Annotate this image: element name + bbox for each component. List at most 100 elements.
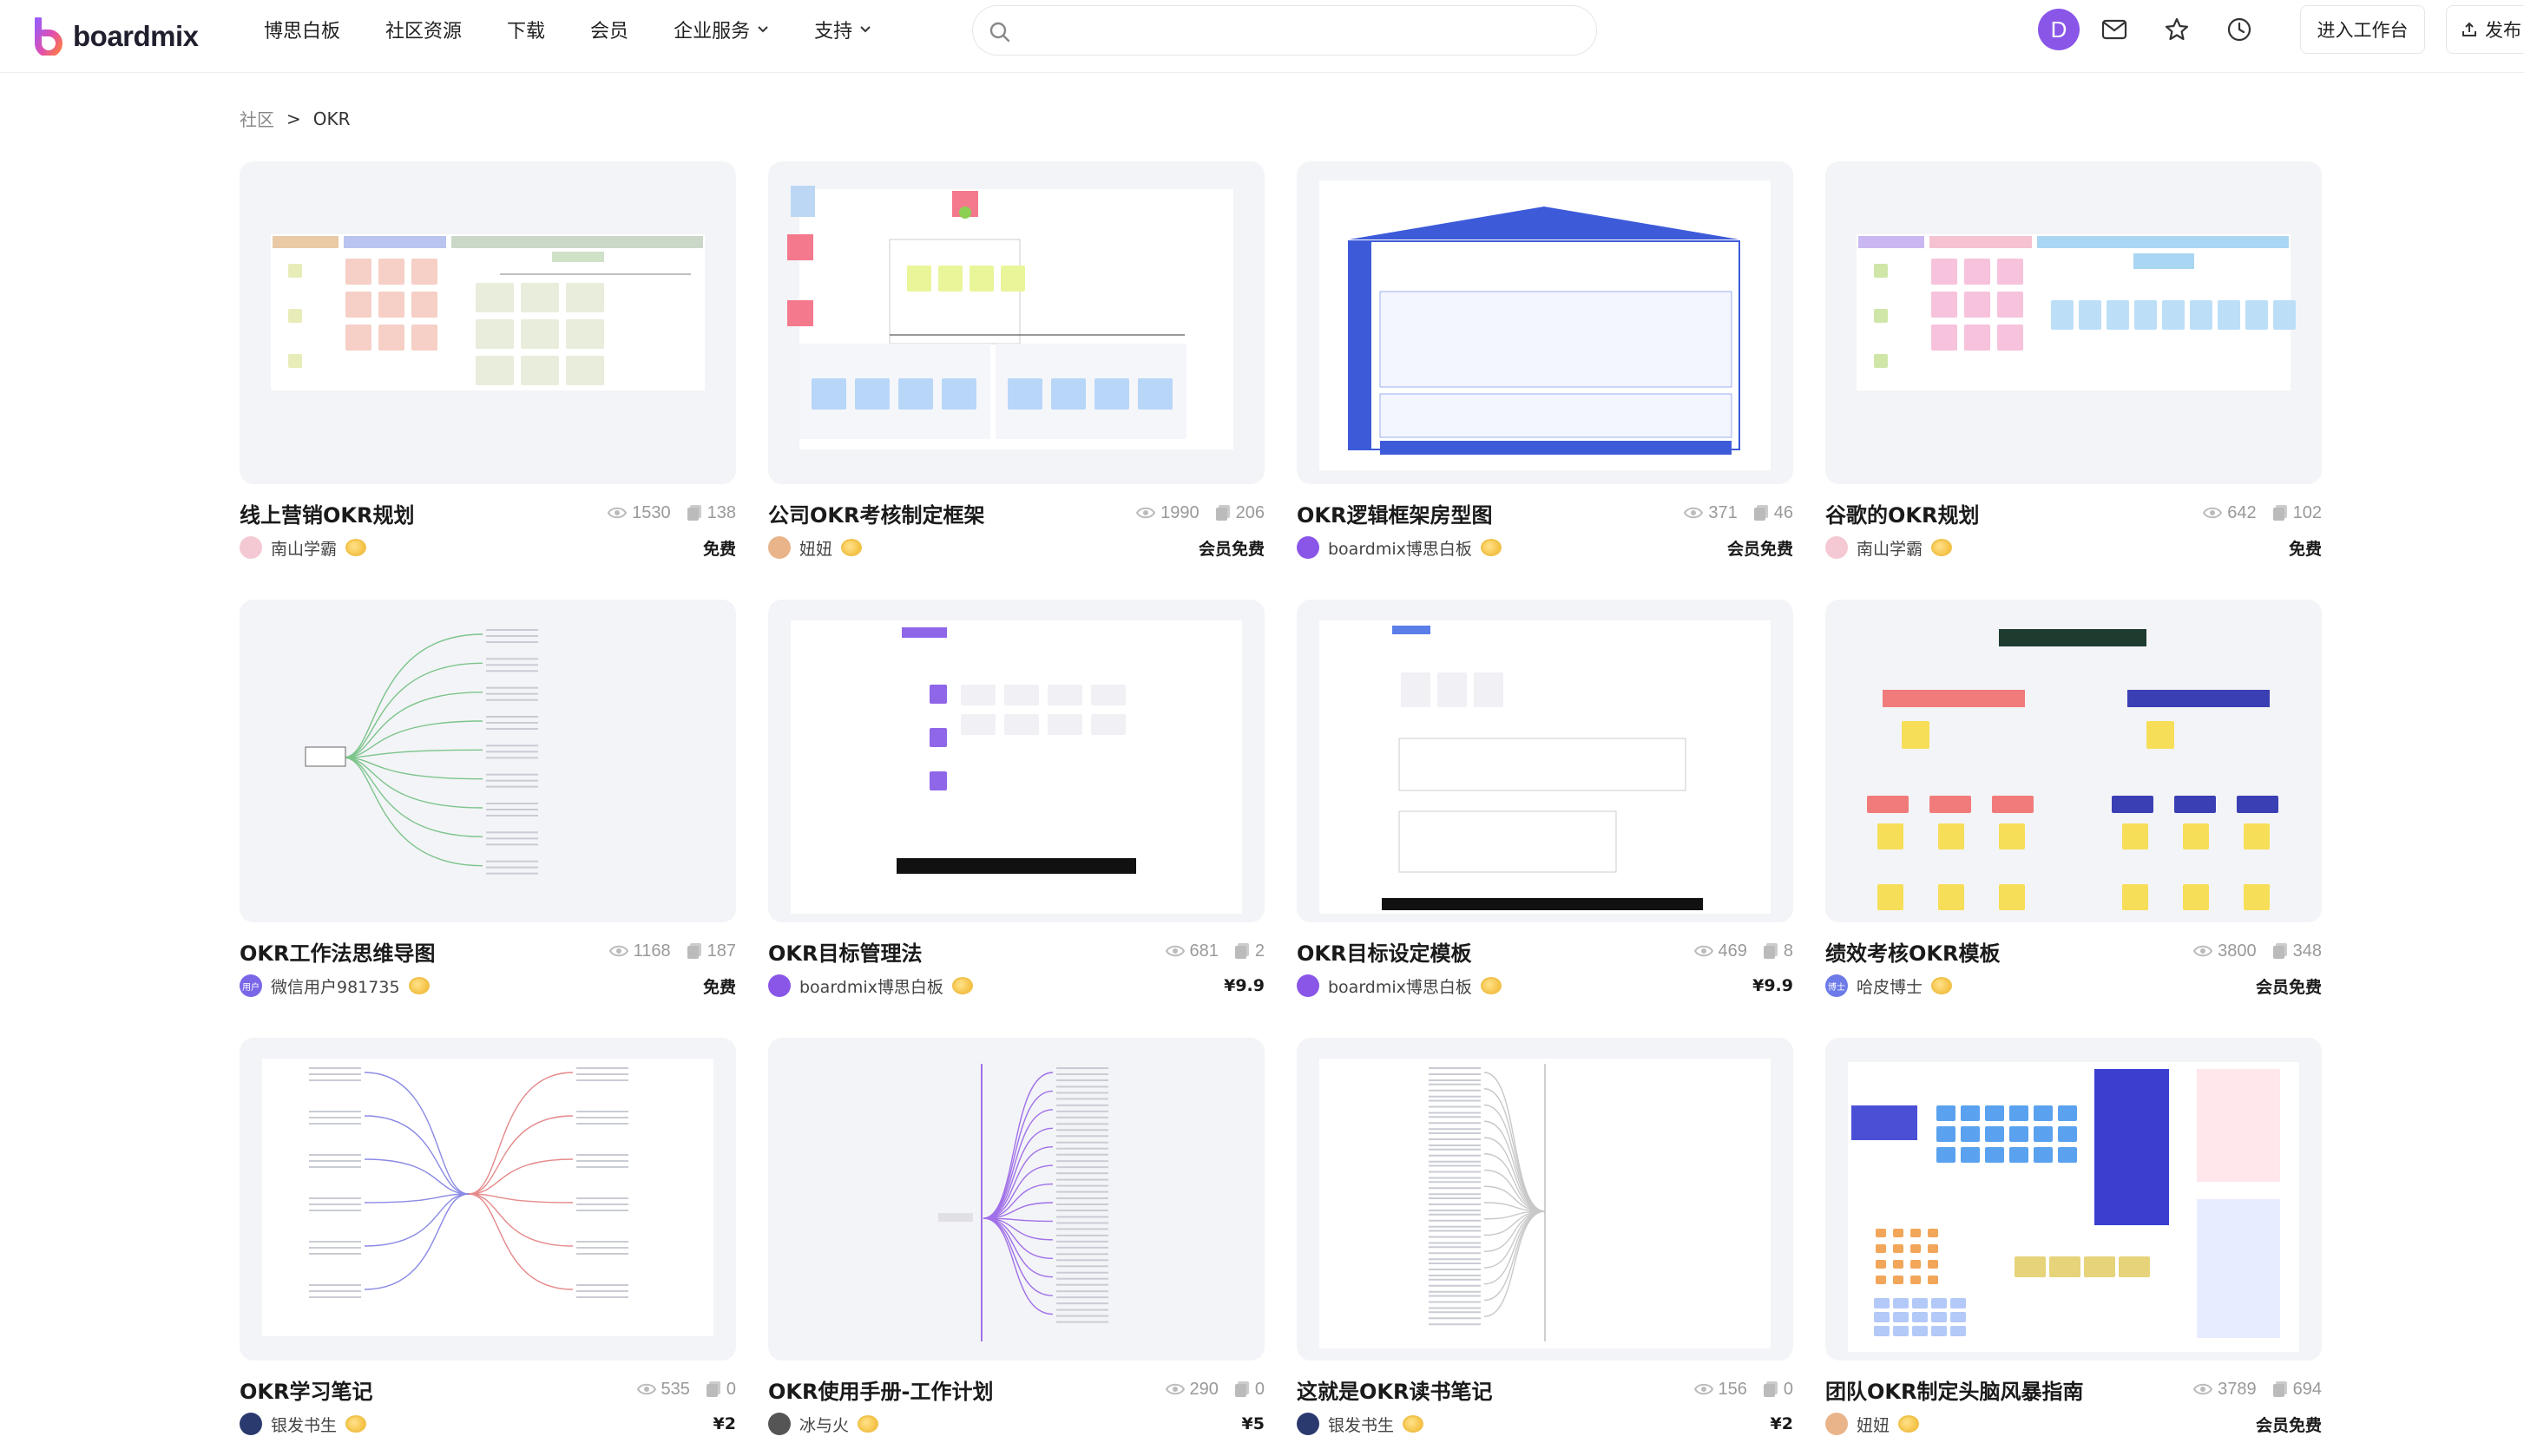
card-title[interactable]: OKR工作法思维导图 <box>240 941 436 966</box>
card-title[interactable]: OKR目标设定模板 <box>1297 941 1472 966</box>
copy-icon <box>1234 943 1249 959</box>
view-count-value: 3789 <box>2218 1379 2257 1399</box>
template-thumbnail[interactable] <box>1825 600 2322 922</box>
template-card[interactable]: OKR目标管理法 681 2 boardmix博思白板 ¥9.9 <box>768 600 1265 997</box>
view-count: 642 <box>2203 503 2257 523</box>
template-card[interactable]: 线上营销OKR规划 1530 138 南山学霸 免费 <box>240 161 736 559</box>
card-title[interactable]: 谷歌的OKR规划 <box>1825 502 1980 528</box>
view-count-value: 290 <box>1189 1379 1219 1399</box>
user-avatar[interactable]: D <box>2038 9 2080 50</box>
template-card[interactable]: OKR工作法思维导图 1168 187 用户 微信用户981735 免费 <box>240 600 736 997</box>
template-card[interactable]: 谷歌的OKR规划 642 102 南山学霸 免费 <box>1825 161 2322 559</box>
card-stats: 290 0 <box>1165 1379 1265 1400</box>
nav-item-5[interactable]: 支持 <box>814 16 871 43</box>
card-author[interactable]: boardmix博思白板 <box>1297 536 1502 560</box>
boardmix-logo[interactable]: boardmix <box>33 12 199 61</box>
author-avatar <box>240 536 262 559</box>
template-card[interactable]: 这就是OKR读书笔记 156 0 银发书生 ¥2 <box>1297 1038 1793 1436</box>
nav-item-label: 会员 <box>590 21 629 43</box>
card-title[interactable]: 线上营销OKR规划 <box>240 502 415 528</box>
template-thumbnail[interactable] <box>768 600 1265 922</box>
nav-item-0[interactable]: 博思白板 <box>264 16 340 43</box>
card-author[interactable]: 博士 哈皮博士 <box>1825 974 1953 998</box>
author-name: 哈皮博士 <box>1857 977 1923 997</box>
card-author[interactable]: 妞妞 <box>768 536 863 560</box>
author-name: 银发书生 <box>271 1415 338 1435</box>
author-avatar <box>768 974 791 997</box>
price-label: 免费 <box>702 539 736 559</box>
template-card[interactable]: OKR目标设定模板 469 8 boardmix博思白板 ¥9.9 <box>1297 600 1793 997</box>
message-icon[interactable] <box>2083 8 2146 51</box>
card-author[interactable]: boardmix博思白板 <box>768 974 973 998</box>
eye-icon <box>1165 945 1185 957</box>
card-author[interactable]: 南山学霸 <box>1825 536 1953 560</box>
template-card[interactable]: 绩效考核OKR模板 3800 348 博士 哈皮博士 会员免费 <box>1825 600 2322 997</box>
chevron-down-icon <box>758 26 768 33</box>
coin-badge-icon <box>345 539 367 556</box>
copy-count: 102 <box>2272 503 2322 523</box>
history-clock-icon[interactable] <box>2208 8 2271 51</box>
card-title-row: OKR使用手册-工作计划 290 0 <box>768 1374 1265 1404</box>
template-thumbnail[interactable] <box>1297 161 1793 484</box>
publish-button[interactable]: 发布 <box>2446 5 2524 54</box>
card-title[interactable]: OKR学习笔记 <box>240 1379 373 1404</box>
coin-badge-icon <box>1480 977 1502 994</box>
card-title[interactable]: 这就是OKR读书笔记 <box>1297 1379 1493 1404</box>
view-count-value: 1990 <box>1160 502 1200 522</box>
template-thumbnail[interactable] <box>1825 161 2322 484</box>
copy-count-value: 138 <box>707 502 736 522</box>
card-title[interactable]: 绩效考核OKR模板 <box>1825 941 2001 966</box>
thumbnail-preview-image <box>1319 180 1771 470</box>
card-author[interactable]: boardmix博思白板 <box>1297 974 1502 998</box>
card-author[interactable]: 妞妞 <box>1825 1413 1920 1436</box>
template-thumbnail[interactable] <box>240 161 736 484</box>
copy-icon <box>1234 1381 1249 1397</box>
nav-item-4[interactable]: 企业服务 <box>674 16 769 43</box>
card-author[interactable]: 南山学霸 <box>240 536 367 560</box>
template-card[interactable]: 公司OKR考核制定框架 1990 206 妞妞 会员免费 <box>768 161 1265 559</box>
template-card[interactable]: OKR使用手册-工作计划 290 0 冰与火 ¥5 <box>768 1038 1265 1436</box>
star-icon[interactable] <box>2146 8 2208 51</box>
copy-count: 187 <box>687 941 736 961</box>
template-card[interactable]: 团队OKR制定头脑风暴指南 3789 694 妞妞 会员免费 <box>1825 1038 2322 1435</box>
price-label: ¥9.9 <box>1752 976 1793 995</box>
copy-count-value: 8 <box>1783 941 1793 961</box>
template-thumbnail[interactable] <box>240 1038 736 1361</box>
card-title[interactable]: OKR目标管理法 <box>768 941 923 966</box>
card-title[interactable]: 团队OKR制定头脑风暴指南 <box>1825 1379 2084 1404</box>
card-stats: 3800 348 <box>2193 941 2322 961</box>
template-thumbnail[interactable] <box>1825 1038 2322 1361</box>
card-author[interactable]: 用户 微信用户981735 <box>240 974 430 998</box>
price-label: ¥5 <box>1241 1414 1265 1433</box>
copy-icon <box>687 943 701 959</box>
template-card[interactable]: OKR逻辑框架房型图 371 46 boardmix博思白板 会员免费 <box>1297 161 1793 559</box>
card-title[interactable]: OKR使用手册-工作计划 <box>768 1379 994 1404</box>
nav-item-label: 企业服务 <box>674 21 751 43</box>
template-thumbnail[interactable] <box>768 161 1265 484</box>
search-box[interactable] <box>972 5 1597 56</box>
nav-item-3[interactable]: 会员 <box>590 16 628 43</box>
template-thumbnail[interactable] <box>1297 1038 1793 1361</box>
card-meta-row: 妞妞 会员免费 <box>768 535 1265 561</box>
copy-count: 0 <box>1763 1380 1793 1400</box>
nav-item-1[interactable]: 社区资源 <box>385 16 462 43</box>
card-meta-row: boardmix博思白板 会员免费 <box>1297 535 1793 561</box>
card-title[interactable]: 公司OKR考核制定框架 <box>768 502 985 528</box>
template-card[interactable]: OKR学习笔记 535 0 银发书生 ¥2 <box>240 1038 736 1436</box>
card-meta-row: 妞妞 会员免费 <box>1825 1411 2322 1437</box>
template-thumbnail[interactable] <box>240 600 736 922</box>
card-author[interactable]: 银发书生 <box>240 1413 367 1436</box>
nav-item-2[interactable]: 下载 <box>507 16 545 43</box>
view-count-value: 681 <box>1189 941 1219 961</box>
enter-workspace-button[interactable]: 进入工作台 <box>2300 5 2425 54</box>
search-input[interactable] <box>1025 15 1581 48</box>
template-thumbnail[interactable] <box>768 1038 1265 1361</box>
breadcrumb-community-link[interactable]: 社区 <box>240 109 274 130</box>
nav-item-label: 博思白板 <box>264 21 341 43</box>
eye-icon <box>1136 507 1156 519</box>
template-thumbnail[interactable] <box>1297 600 1793 922</box>
card-title[interactable]: OKR逻辑框架房型图 <box>1297 502 1493 528</box>
author-avatar-label: 用户 <box>242 982 260 993</box>
card-author[interactable]: 银发书生 <box>1297 1413 1424 1436</box>
card-author[interactable]: 冰与火 <box>768 1413 879 1436</box>
